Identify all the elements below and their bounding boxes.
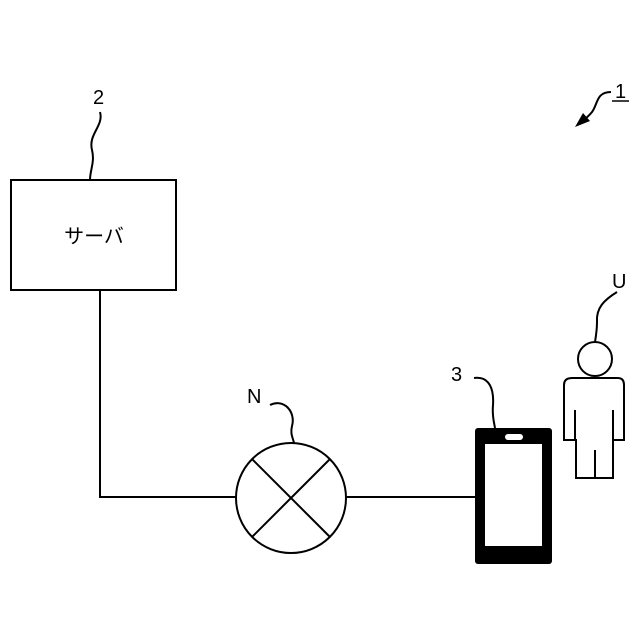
network-ref-label: N (247, 386, 261, 408)
network-ref-leader (270, 403, 294, 443)
server-node: 2 サーバ (11, 87, 176, 290)
server-label: サーバ (64, 224, 124, 248)
network-node: N (236, 386, 346, 553)
system-reference: 1 (575, 81, 629, 127)
person-head (578, 342, 612, 376)
terminal-ref-leader (474, 378, 495, 428)
server-ref-leader (90, 112, 101, 180)
user-ref-label: U (612, 271, 626, 293)
smartphone-screen (485, 444, 542, 546)
smartphone-speaker (505, 434, 523, 440)
terminal-node: 3 (451, 364, 552, 564)
server-network-link (100, 290, 237, 497)
user-ref-leader (595, 292, 617, 342)
server-ref-label: 2 (93, 87, 104, 109)
arrowhead-icon (575, 113, 590, 127)
system-ref-label: 1 (615, 81, 626, 103)
terminal-ref-label: 3 (451, 364, 462, 386)
person-icon (564, 342, 624, 478)
user-node: U (564, 271, 626, 478)
